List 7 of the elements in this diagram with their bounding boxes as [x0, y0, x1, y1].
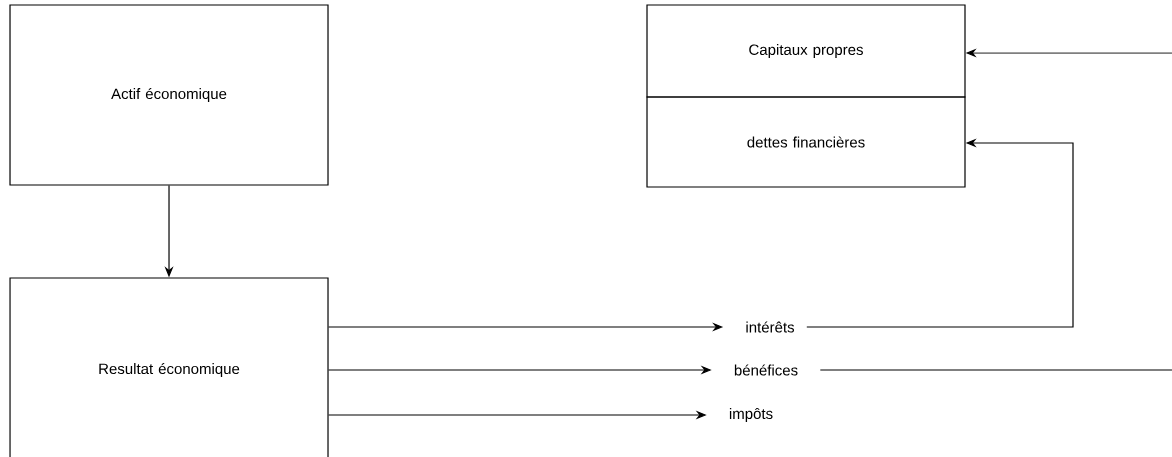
process-box: Resultat économique [9, 277, 329, 457]
flow-label: impôts [729, 408, 773, 422]
flow-label: intérêts [746, 321, 795, 333]
flow-label: bénéfices [734, 364, 798, 376]
process-box: dettes financières [646, 96, 966, 188]
process-box: Actif économique [9, 4, 329, 186]
process-box: Capitaux propres [646, 4, 966, 98]
